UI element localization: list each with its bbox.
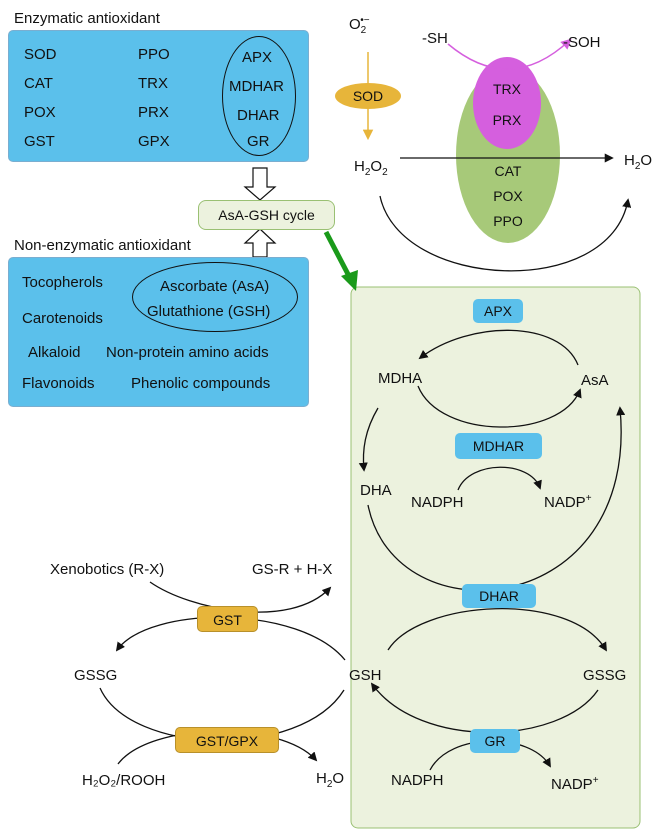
nonenzymatic-oval xyxy=(132,262,298,332)
gsh-to-gssg-arrow xyxy=(387,608,607,652)
conjugate-product-label: GS-R + H-X xyxy=(252,561,333,578)
ppo-label: PPO xyxy=(493,213,523,229)
trx-prx-oval xyxy=(473,57,541,149)
enzymatic-oval xyxy=(222,36,296,156)
h2o-label: H2O xyxy=(624,152,653,172)
apx-pill: APX xyxy=(473,299,523,323)
sod-oval xyxy=(335,83,401,109)
asa-gsh-panel xyxy=(350,286,641,829)
oval-glutathione: Glutathione (GSH) xyxy=(147,303,271,320)
nonenzymatic-to-cycle-arrow xyxy=(243,228,277,258)
gst-box: GST xyxy=(197,606,258,632)
oval-apx: APX xyxy=(242,49,273,66)
apx-arc-arrow xyxy=(379,195,632,272)
enzyme-gpx: GPX xyxy=(138,133,170,150)
superoxide-label: O2•− xyxy=(349,15,370,36)
nonenzymatic-heading: Non-enzymatic antioxidant xyxy=(14,237,191,254)
enzyme-ppo: PPO xyxy=(138,46,170,63)
item-alkaloid: Alkaloid xyxy=(28,344,81,361)
mdha-label: MDHA xyxy=(378,370,423,387)
nadp-gr-label: NADP+ xyxy=(551,775,599,793)
oval-mdhar: MDHAR xyxy=(229,78,284,95)
cycle-expand-arrow xyxy=(323,230,353,280)
nadph-gr-label: NADPH xyxy=(391,772,444,789)
enzymatic-heading: Enzymatic antioxidant xyxy=(14,10,160,27)
enzyme-cat: CAT xyxy=(24,75,53,92)
peroxide-label: H₂O₂/ROOH xyxy=(82,772,166,789)
dha-label: DHA xyxy=(360,482,392,499)
enzyme-trx: TRX xyxy=(138,75,168,92)
cycle-expand-arrowhead xyxy=(341,270,358,291)
gsh-label: GSH xyxy=(349,667,382,684)
enzyme-gst: GST xyxy=(24,133,55,150)
item-flavonoids: Flavonoids xyxy=(22,375,95,392)
item-nonprotein-amino-acids: Non-protein amino acids xyxy=(106,344,269,361)
nadp-mdhar-label: NADP+ xyxy=(544,493,592,511)
asa-label: AsA xyxy=(581,372,609,389)
mdha-to-dha-arrow xyxy=(358,407,379,472)
item-phenolic-compounds: Phenolic compounds xyxy=(131,375,271,392)
enzyme-prx: PRX xyxy=(138,104,169,121)
prx-label: PRX xyxy=(492,112,522,128)
cat-label: CAT xyxy=(494,163,522,179)
enzyme-pox: POX xyxy=(24,104,56,121)
asa-to-mdha-arrow xyxy=(418,329,579,366)
water-label: H2O xyxy=(316,770,345,790)
xenobiotics-label: Xenobotics (R-X) xyxy=(50,561,165,578)
mdhar-pill: MDHAR xyxy=(455,433,542,459)
thiol-label: -SH xyxy=(422,30,448,47)
asa-gsh-cycle-box: AsA-GSH cycle xyxy=(198,200,335,230)
gst-gpx-box: GST/GPX xyxy=(175,727,279,753)
enzyme-sod: SOD xyxy=(24,46,57,63)
gssg-left-label: GSSG xyxy=(74,667,118,684)
oval-ascorbate: Ascorbate (AsA) xyxy=(160,278,270,295)
h2o2-label: H2O2 xyxy=(354,158,388,178)
gssg-right-label: GSSG xyxy=(583,667,627,684)
item-carotenoids: Carotenoids xyxy=(22,310,103,327)
gr-pill: GR xyxy=(470,729,520,753)
thiol-oxidation-arrow xyxy=(447,38,572,70)
pox-label: POX xyxy=(493,188,523,204)
nadph-mdhar-label: NADPH xyxy=(411,494,464,511)
item-tocopherols: Tocopherols xyxy=(22,274,103,291)
mdhar-nadph-arrow xyxy=(457,466,542,491)
dhar-pill: DHAR xyxy=(462,584,536,608)
oval-gr: GR xyxy=(247,133,270,150)
trx-label: TRX xyxy=(493,81,521,97)
oval-dhar: DHAR xyxy=(237,107,280,124)
sod-label: SOD xyxy=(352,88,384,104)
mdha-to-asa-arrow xyxy=(417,385,582,428)
enzymatic-to-cycle-arrow xyxy=(243,167,277,201)
sulfenic-label: -SOH xyxy=(563,34,601,51)
